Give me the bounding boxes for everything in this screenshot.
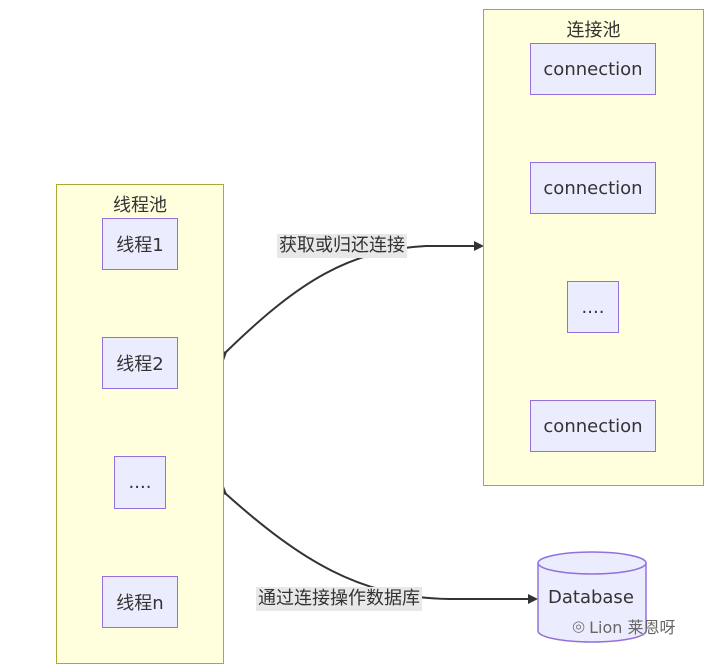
thread-node-2[interactable]: 线程2 xyxy=(102,337,178,389)
database-cylinder xyxy=(537,551,647,643)
operate-db-label: 通过连接操作数据库 xyxy=(256,587,422,611)
connection-node-2[interactable]: connection xyxy=(530,162,656,214)
connection-pool-title: 连接池 xyxy=(566,20,621,41)
connection-node-3[interactable]: connection xyxy=(530,400,656,452)
watermark: ◎ Lion 莱恩呀 xyxy=(572,614,675,638)
connection-node-1[interactable]: connection xyxy=(530,43,656,95)
operate-db-edge xyxy=(216,484,538,604)
acquire-return-edge xyxy=(216,241,484,362)
acquire-return-label: 获取或归还连接 xyxy=(277,234,407,258)
thread-node-1[interactable]: 线程1 xyxy=(102,218,178,270)
chat-bubble-icon: ◎ xyxy=(572,617,586,635)
thread-node-n[interactable]: 线程n xyxy=(102,576,178,628)
connection-node-ellipsis[interactable]: .... xyxy=(567,281,619,333)
database-label: Database xyxy=(548,587,634,608)
thread-pool-title: 线程池 xyxy=(113,195,167,216)
watermark-text: Lion 莱恩呀 xyxy=(589,618,676,637)
thread-node-ellipsis[interactable]: .... xyxy=(114,456,166,509)
